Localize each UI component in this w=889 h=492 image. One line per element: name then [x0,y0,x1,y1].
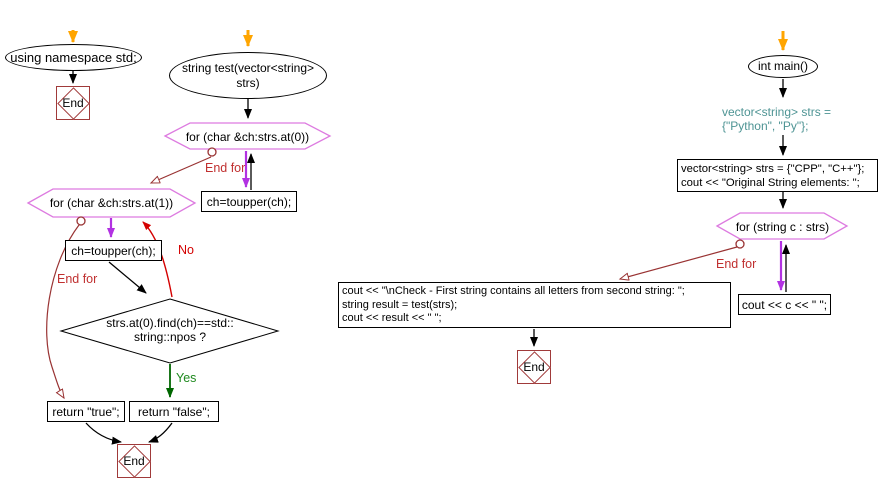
main-title: int main() [757,59,808,73]
return-true-text: return "true"; [52,404,120,419]
end-terminal: End [517,350,551,384]
loop-exit-line [151,156,212,184]
start-terminal-label: using namespace std; [10,50,137,65]
loop1-condition: for (char &ch:strs.at(0)) [185,130,310,144]
init-box: vector<string> strs = {"CPP", "C++"}; co… [677,159,878,192]
init-line2: cout << "Original String elements: "; [681,177,860,189]
loop-hexagon [26,188,197,218]
loop2-body-box: ch=toupper(ch); [65,240,162,261]
decision-line1: strs.at(0).find(ch)==std:: [106,316,234,330]
loop-exit-port [735,239,745,249]
yes-branch-label: Yes [176,371,197,385]
flow-arrow [148,422,173,443]
end-label: End [62,96,84,110]
function-terminal-test: string test(vector<string> strs) [169,52,327,99]
loop3-body-box: cout << c << " "; [738,294,831,315]
loop1-exit-label: End for [205,161,246,175]
loop-hexagon [715,212,849,240]
init-line1: vector<string> strs = {"CPP", "C++"}; [681,163,865,175]
return-true-box: return "true"; [47,401,125,422]
loop2-condition: for (char &ch:strs.at(1)) [49,196,174,210]
no-branch-label: No [178,243,194,257]
end-label: End [523,360,545,374]
loop2-exit-label: End for [57,272,98,286]
return-false-text: return "false"; [138,404,210,419]
output-line1: cout << "\nCheck - First string contains… [342,285,685,297]
flow-arrow [108,261,147,294]
end-terminal: End [117,444,151,478]
end-label: End [123,454,145,468]
comment-line1: vector<string> strs = [722,105,832,119]
return-false-box: return "false"; [129,401,219,422]
function-title-line2: strs) [236,75,260,90]
loop3-body-text: cout << c << " "; [741,297,828,312]
output-box: cout << "\nCheck - First string contains… [338,282,731,328]
function-title-line1: string test(vector<string> [181,60,315,75]
comment-block: vector<string> strs = {"Python", "Py"}; [722,105,832,133]
decision-diamond [59,298,280,364]
start-terminal-using-namespace: using namespace std; [5,44,142,71]
loop-exit-port [76,216,86,226]
loop1-body-box: ch=toupper(ch); [201,191,297,212]
loop-exit-port [207,147,217,157]
comment-line2: {"Python", "Py"}; [722,118,809,133]
flow-arrow [85,422,122,445]
end-terminal: End [56,86,90,120]
loop1-body-text: ch=toupper(ch); [206,194,292,209]
decision-label: strs.at(0).find(ch)==std:: string::npos … [75,316,265,344]
loop-exit-curve [46,224,80,398]
function-terminal-main: int main() [748,55,818,78]
decision-line2: string::npos ? [133,329,207,344]
loop-hexagon [163,122,332,150]
output-line3: cout << result << " "; [342,312,442,324]
loop2-body-text: ch=toupper(ch); [71,243,156,258]
loop3-exit-label: End for [716,257,757,271]
loop-exit-line [620,246,738,279]
loop3-condition: for (string c : strs) [735,220,830,234]
output-line2: string result = test(strs); [342,298,458,311]
